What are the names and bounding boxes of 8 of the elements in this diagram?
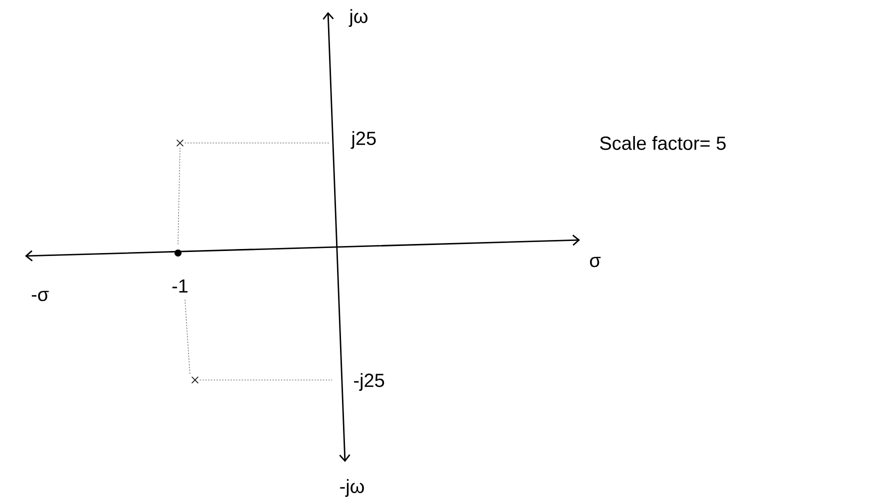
axis-label: jω bbox=[348, 9, 368, 27]
axis-label: σ bbox=[590, 256, 601, 268]
tick-label: j25 bbox=[350, 131, 376, 149]
tick-label: -j25 bbox=[354, 373, 384, 391]
axis-label: -jω bbox=[340, 479, 364, 497]
tick-label: -1 bbox=[172, 279, 188, 293]
axis-label: -σ bbox=[32, 290, 49, 302]
note-text: Scale factor= 5 bbox=[600, 136, 726, 150]
